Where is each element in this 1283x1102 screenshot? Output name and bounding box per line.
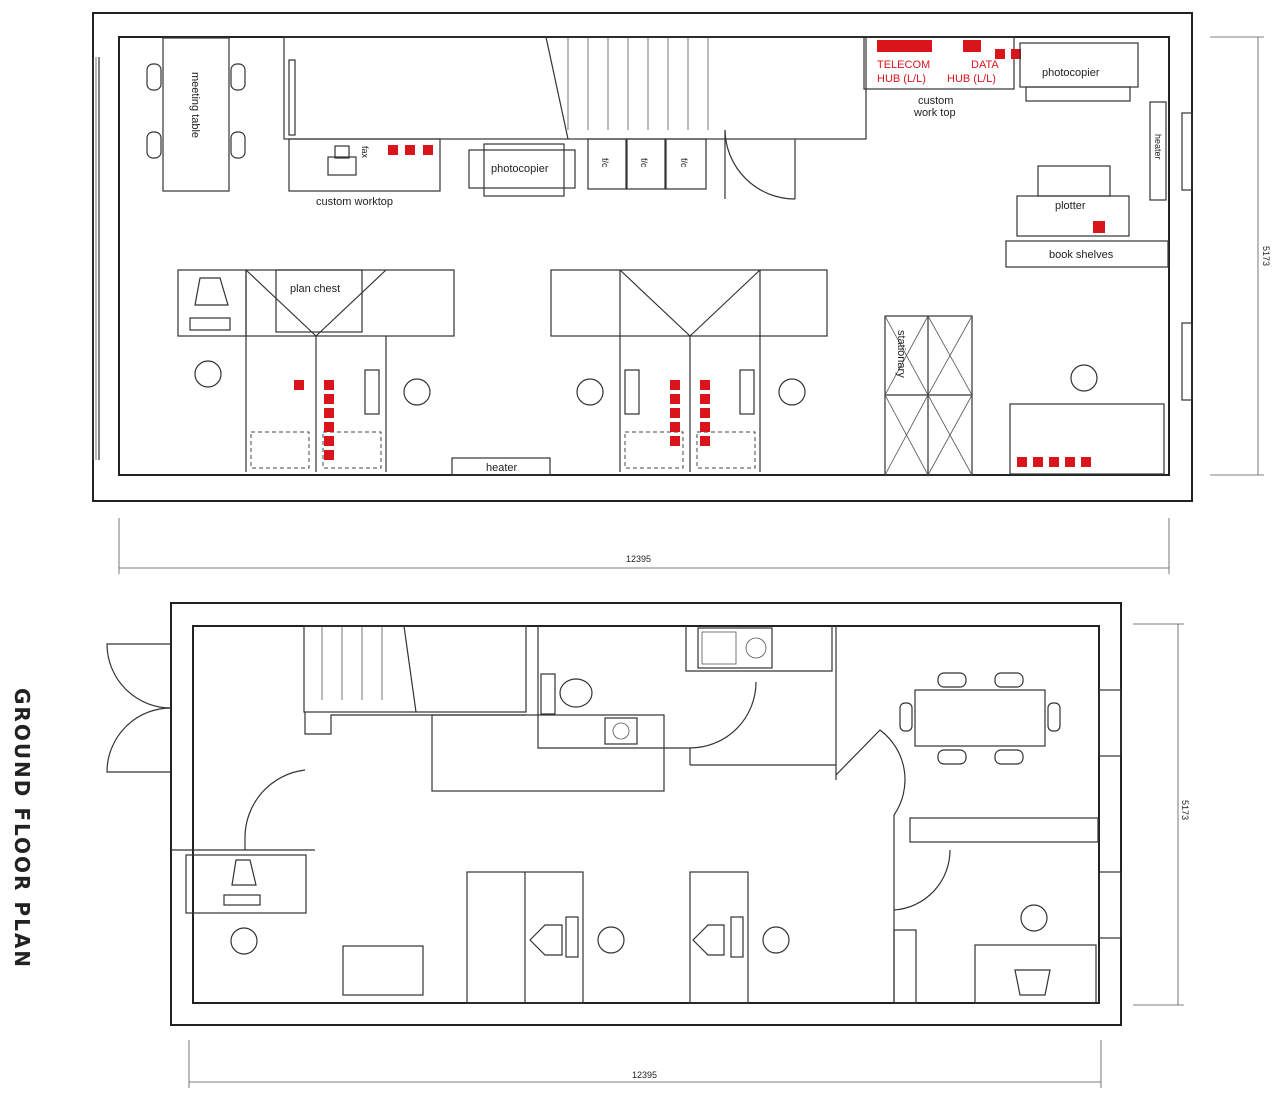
meeting-table-lower	[899, 672, 1061, 765]
custom-worktop-label-2a: custom	[918, 95, 953, 107]
chair-icon	[762, 926, 790, 954]
photocopier-label-1: photocopier	[491, 163, 549, 175]
depth-dimension-upper: 5173	[1261, 246, 1271, 266]
chair-icon	[576, 378, 806, 406]
meeting-table-label: meeting table	[189, 72, 201, 138]
chair-icon	[194, 360, 431, 406]
photocopier-label-2: photocopier	[1042, 67, 1100, 79]
plan-chest-label: plan chest	[290, 283, 340, 295]
heater-right-label: heater	[1153, 134, 1163, 160]
chair-icon	[1070, 364, 1098, 392]
stationary-cupboard	[884, 315, 973, 476]
fc-label-1: f/c	[600, 158, 610, 168]
sink-icon	[697, 627, 773, 669]
chair-icon	[899, 672, 1061, 765]
plan-title: GROUND FLOOR PLAN	[10, 688, 34, 969]
width-dimension-upper: 12395	[626, 554, 651, 564]
meeting-table: meeting table	[146, 37, 246, 192]
fax-label: fax	[360, 146, 370, 159]
chair-icon	[146, 63, 246, 159]
toilet-icon	[540, 673, 593, 715]
heater-bottom-label: heater	[486, 462, 518, 474]
custom-worktop-label: custom worktop	[316, 196, 393, 208]
fc-label-2: f/c	[639, 158, 649, 168]
filing-cabinets: f/c f/c f/c	[587, 138, 707, 190]
lower-plan: 12395 5173	[106, 602, 1190, 1088]
width-dimension-lower: 12395	[632, 1070, 657, 1080]
telecom-hub-label-2: HUB (L/L)	[877, 73, 926, 85]
depth-dimension-lower: 5173	[1180, 800, 1190, 820]
plotter-icon	[1016, 165, 1130, 237]
data-hub-label-2: HUB (L/L)	[947, 73, 996, 85]
photocopier-icon	[468, 143, 576, 197]
workstation-cluster-right	[550, 269, 828, 472]
chair-icon	[597, 926, 625, 954]
workstation-cluster-left: plan chest	[177, 269, 455, 472]
stationary-label: stationary	[895, 330, 907, 378]
basin-icon	[604, 717, 638, 745]
fc-label-3: f/c	[679, 158, 689, 168]
upper-plan: meeting table fax custom worktop photoco…	[92, 12, 1271, 574]
fax-icon	[327, 145, 357, 176]
data-hub-label-1: DATA	[971, 59, 999, 71]
photocopier-icon	[1019, 42, 1139, 102]
chair-icon	[1020, 904, 1048, 932]
book-shelves-label: book shelves	[1049, 249, 1114, 261]
custom-worktop-label-2b: work top	[913, 107, 956, 119]
plotter-label: plotter	[1055, 200, 1086, 212]
chair-icon	[230, 927, 258, 955]
telecom-hub-label-1: TELECOM	[877, 59, 930, 71]
